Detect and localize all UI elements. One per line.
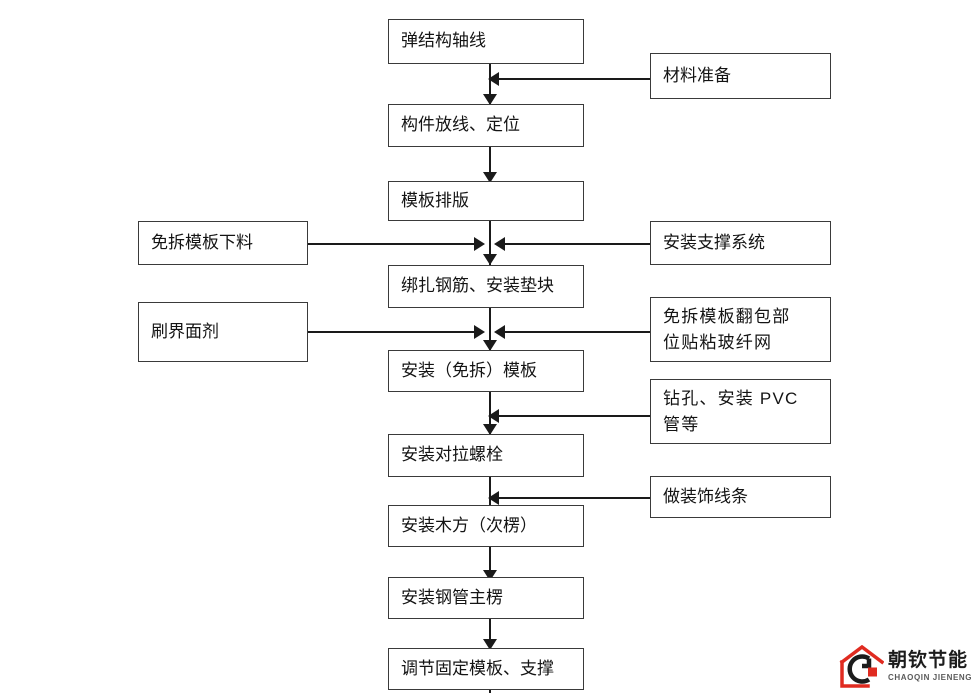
- input-node-r5-label: 做装饰线条: [663, 486, 748, 506]
- flow-node-n9[interactable]: 调节固定模板、支撑: [388, 648, 584, 690]
- flow-node-n5-label: 安装（免拆）模板: [401, 360, 537, 380]
- arrowhead-n8-n9: [483, 639, 497, 650]
- arrowhead-r3: [494, 325, 505, 339]
- logo-wordmark: 朝钦节能 CHAOQIN JIENENG: [888, 645, 972, 689]
- flow-node-n4-label: 绑扎钢筋、安装垫块: [401, 276, 554, 296]
- flow-node-n8-label: 安装钢管主楞: [401, 587, 503, 607]
- input-node-r5[interactable]: 做装饰线条: [650, 476, 831, 518]
- arrowhead-n1-n2: [483, 94, 497, 105]
- connector-n7-n8: [489, 547, 491, 583]
- connector-r3-to-main: [496, 331, 650, 333]
- flow-node-n3[interactable]: 模板排版: [388, 181, 584, 221]
- flow-node-n7[interactable]: 安装木方（次楞）: [388, 505, 584, 547]
- arrowhead-r5: [488, 491, 499, 505]
- flow-node-n6[interactable]: 安装对拉螺栓: [388, 434, 584, 477]
- input-node-l2-label: 刷界面剂: [151, 321, 219, 341]
- flow-node-n2-label: 构件放线、定位: [401, 115, 520, 135]
- flow-node-n1-label: 弹结构轴线: [401, 31, 486, 51]
- flow-node-n5[interactable]: 安装（免拆）模板: [388, 350, 584, 392]
- input-node-r4[interactable]: 钻孔、安装 PVC 管等: [650, 379, 831, 444]
- input-node-r3-label: 免拆模板翻包部 位贴粘玻纤网: [663, 307, 791, 352]
- arrowhead-n7-n8: [483, 570, 497, 581]
- flow-node-n9-label: 调节固定模板、支撑: [401, 658, 554, 678]
- logo-name-cn: 朝钦节能: [888, 650, 969, 672]
- arrowhead-n4-n5: [483, 340, 497, 351]
- arrowhead-n5-n6: [483, 424, 497, 435]
- connector-l2-to-main: [307, 331, 483, 333]
- arrowhead-n3-n4: [483, 254, 497, 265]
- flow-node-n1[interactable]: 弹结构轴线: [388, 19, 584, 64]
- connector-n2-n3: [489, 147, 491, 183]
- connector-l1-to-main: [307, 243, 483, 245]
- connector-r4-to-main: [490, 415, 650, 417]
- connector-r1-to-main: [490, 78, 650, 80]
- input-node-l1[interactable]: 免拆模板下料: [138, 221, 308, 265]
- flow-node-n2[interactable]: 构件放线、定位: [388, 104, 584, 147]
- connector-n9-continuation: [489, 689, 491, 693]
- arrowhead-r1: [488, 72, 499, 86]
- flow-node-n7-label: 安装木方（次楞）: [401, 515, 537, 535]
- input-node-r1[interactable]: 材料准备: [650, 53, 831, 99]
- flow-node-n6-label: 安装对拉螺栓: [401, 445, 503, 465]
- input-node-r3[interactable]: 免拆模板翻包部 位贴粘玻纤网: [650, 297, 831, 362]
- input-node-r4-label: 钻孔、安装 PVC 管等: [663, 389, 799, 434]
- connector-r2-to-main: [496, 243, 650, 245]
- input-node-r2[interactable]: 安装支撑系统: [650, 221, 831, 265]
- logo-name-en: CHAOQIN JIENENG: [888, 673, 973, 683]
- connector-r5-to-main: [490, 497, 650, 499]
- flow-node-n4[interactable]: 绑扎钢筋、安装垫块: [388, 265, 584, 308]
- company-logo: 朝钦节能 CHAOQIN JIENENG: [838, 643, 974, 691]
- logo-house-c-icon: [838, 644, 885, 689]
- input-node-r2-label: 安装支撑系统: [663, 232, 765, 252]
- connector-n8-n9: [489, 619, 491, 651]
- arrowhead-r2: [494, 237, 505, 251]
- flow-node-n8[interactable]: 安装钢管主楞: [388, 577, 584, 619]
- input-node-l1-label: 免拆模板下料: [151, 232, 253, 252]
- connector-n3-n4: [489, 221, 491, 265]
- input-node-l2[interactable]: 刷界面剂: [138, 302, 308, 362]
- flow-node-n3-label: 模板排版: [401, 190, 469, 210]
- connector-n4-n5: [489, 308, 491, 352]
- arrowhead-l2: [474, 325, 485, 339]
- input-node-r1-label: 材料准备: [663, 65, 731, 85]
- arrowhead-r4: [488, 409, 499, 423]
- arrowhead-l1: [474, 237, 485, 251]
- arrowhead-n2-n3: [483, 172, 497, 183]
